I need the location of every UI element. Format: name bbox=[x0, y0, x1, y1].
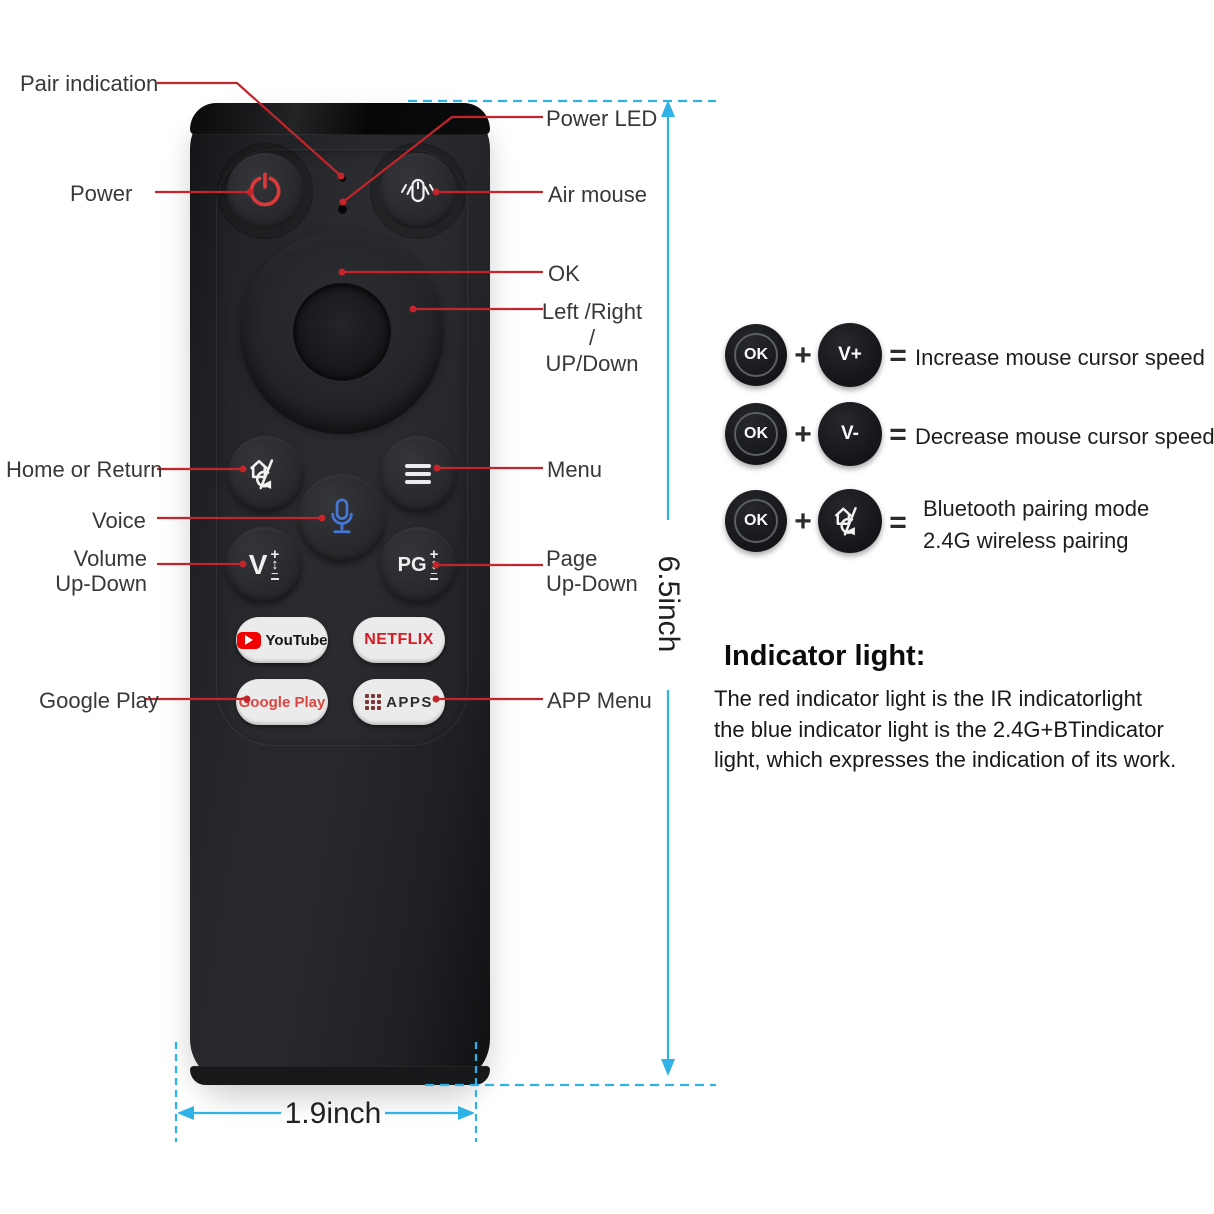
combo3-result-line2: 2.4G wireless pairing bbox=[923, 528, 1129, 553]
google-play-label: Google Play bbox=[238, 693, 326, 711]
air-mouse-icon bbox=[401, 178, 435, 203]
callout-voice: Voice bbox=[92, 508, 146, 533]
callout-power: Power bbox=[70, 181, 133, 206]
combo1-result: Increase mouse cursor speed bbox=[915, 345, 1205, 370]
combo3-result-line1: Bluetooth pairing mode bbox=[923, 496, 1150, 521]
air-mouse-button bbox=[380, 153, 456, 229]
power-icon bbox=[249, 172, 281, 207]
netflix-label: NETFLIX bbox=[364, 631, 434, 648]
indicator-light-body: The red indicator light is the IR indica… bbox=[714, 686, 1177, 772]
youtube-label: YouTube bbox=[265, 631, 328, 649]
callout-air-mouse: Air mouse bbox=[548, 182, 648, 207]
callout-page: Page Up-Down bbox=[546, 546, 638, 596]
volume-letter: V bbox=[248, 549, 268, 580]
apps-grid-icon bbox=[365, 694, 382, 710]
remote-control-panel bbox=[216, 149, 468, 746]
combo2-vminus-button: V- bbox=[818, 402, 882, 466]
width-dimension-label: 1.9inch bbox=[284, 1097, 382, 1130]
up-down-arrow-icon: ↕ bbox=[271, 556, 279, 573]
remote-top-cap bbox=[190, 103, 490, 135]
home-return-icon bbox=[834, 507, 857, 536]
netflix-button: NETFLIX bbox=[353, 617, 445, 663]
page-button: PG + ↕ − bbox=[380, 527, 456, 603]
home-return-icon bbox=[249, 459, 274, 490]
menu-icon bbox=[405, 464, 431, 484]
combo2-result: Decrease mouse cursor speed bbox=[915, 424, 1214, 449]
combo3-plus-sign: + bbox=[794, 505, 812, 538]
combo2-plus-sign: + bbox=[794, 418, 812, 451]
combo3-equals-sign: = bbox=[889, 506, 907, 539]
dpad-center-ok bbox=[293, 283, 391, 381]
callout-home-or-return: Home or Return bbox=[6, 457, 163, 482]
indicator-light-heading: Indicator light: bbox=[724, 640, 926, 672]
callout-ok: OK bbox=[548, 261, 580, 286]
plus-glyph: + bbox=[429, 546, 439, 563]
combo1-vplus-button: V+ bbox=[818, 323, 882, 387]
volume-button-glyphs: V + ↕ − bbox=[248, 546, 280, 581]
plus-glyph: + bbox=[270, 546, 280, 563]
youtube-logo-icon bbox=[236, 631, 261, 649]
combo1-equals-sign: = bbox=[889, 339, 907, 372]
combo1-ok-button: OK bbox=[725, 324, 787, 386]
power-led bbox=[338, 205, 347, 214]
callout-app-menu: APP Menu bbox=[547, 688, 652, 713]
minus-glyph: − bbox=[271, 566, 279, 581]
combo1-plus-sign: + bbox=[794, 339, 812, 372]
google-play-button: Google Play bbox=[236, 679, 328, 725]
apps-button: APPS bbox=[353, 679, 445, 725]
apps-label: APPS bbox=[386, 693, 433, 711]
combo2-ok-button: OK bbox=[725, 403, 787, 465]
combo3-ok-button: OK bbox=[725, 490, 787, 552]
callout-pair-indication: Pair indication bbox=[20, 71, 159, 96]
callout-power-led: Power LED bbox=[546, 106, 658, 131]
page-button-glyphs: PG + ↕ − bbox=[397, 546, 439, 581]
combo2-equals-sign: = bbox=[889, 418, 907, 451]
callout-google-play: Google Play bbox=[39, 688, 159, 713]
mic-icon bbox=[331, 498, 353, 534]
combo3-home-button bbox=[818, 489, 882, 553]
height-dimension-label: 6.5inch bbox=[652, 555, 685, 653]
home-return-button bbox=[228, 436, 304, 512]
youtube-button: YouTube bbox=[236, 617, 328, 663]
menu-button bbox=[380, 436, 456, 512]
callout-left-right: Left /Right / UP/Down bbox=[541, 299, 643, 376]
remote-bottom-band bbox=[190, 1066, 490, 1085]
page-letters: PG bbox=[397, 553, 427, 576]
volume-button: V + ↕ − bbox=[226, 527, 302, 603]
pair-indication-led bbox=[339, 175, 346, 182]
power-button bbox=[227, 153, 303, 229]
voice-button bbox=[298, 474, 386, 562]
callout-menu: Menu bbox=[547, 457, 603, 482]
minus-glyph: − bbox=[430, 566, 438, 581]
callout-volume: Volume Up-Down bbox=[55, 546, 147, 596]
